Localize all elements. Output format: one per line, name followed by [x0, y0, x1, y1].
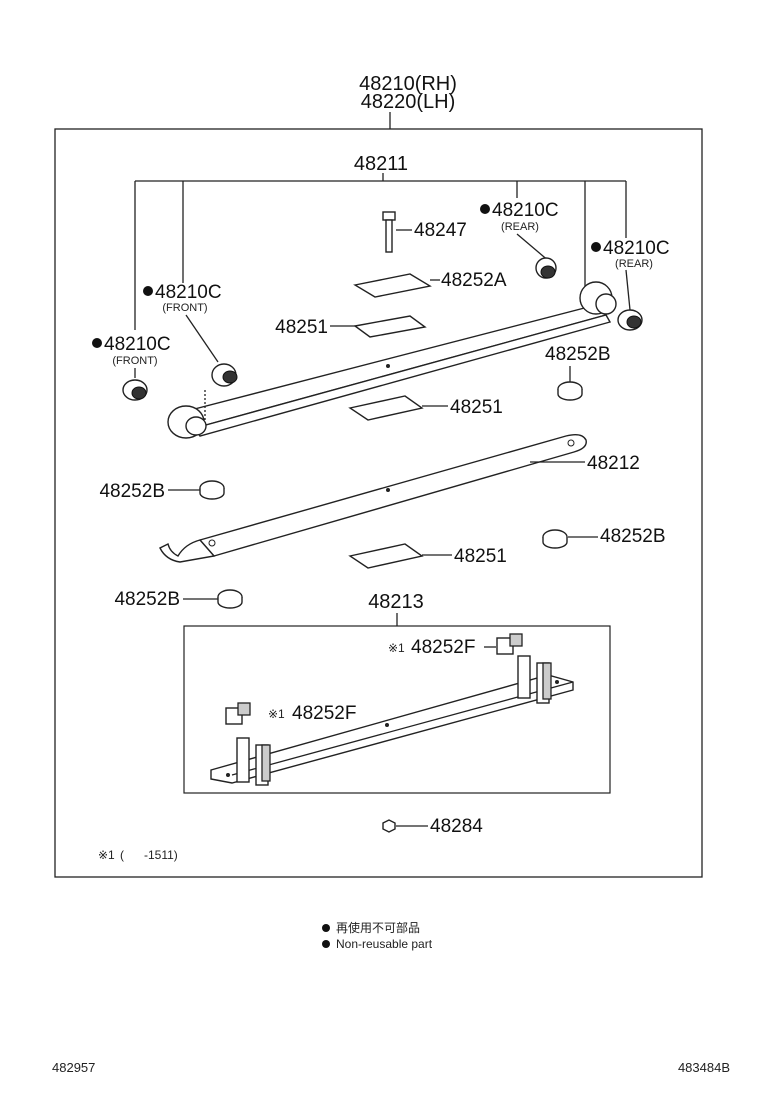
- non-reusable-dot-icon: [480, 204, 490, 214]
- clip-1-mark: ※1: [388, 641, 405, 655]
- non-reusable-dot-icon: [92, 338, 102, 348]
- leaf-main-label: 48211: [354, 153, 408, 175]
- footnote-text: ( -1511): [120, 848, 178, 862]
- bushing-rear-2-tag: (REAR): [615, 258, 653, 270]
- silencer-1-label: 48252B: [545, 344, 611, 365]
- leaf-no2: 48212: [159, 433, 640, 563]
- clip-1: ※1 48252F: [388, 633, 523, 658]
- spring-pad-a-label: 48252A: [441, 270, 507, 291]
- center-bolt-label: 48247: [414, 220, 467, 241]
- silencer-1: 48252B: [545, 344, 611, 401]
- non-reusable-dot-icon: [322, 940, 330, 948]
- assembly-frame: [54, 128, 703, 878]
- bushing-front-2-label: 48210C: [104, 334, 171, 355]
- bushing-front-1-tag: (FRONT): [162, 302, 207, 314]
- silencer-2: 48252B: [99, 480, 225, 502]
- assembly-lh-label: 48220(LH): [361, 91, 456, 113]
- bushing-rear-1-tag: (REAR): [501, 221, 539, 233]
- non-reusable-dot-icon: [591, 242, 601, 252]
- bushing-rear-1: 48210C (REAR): [480, 200, 559, 279]
- footnote-mark: ※1: [98, 848, 115, 862]
- nut: 48284: [382, 816, 483, 837]
- bushing-front-2: 48210C (FRONT): [92, 334, 171, 401]
- center-bolt: 48247: [382, 211, 467, 253]
- bushing-rear-2: 48210C (REAR): [591, 238, 670, 331]
- bushing-front-1: 48210C (FRONT): [143, 282, 238, 387]
- liner-1-label: 48251: [275, 317, 328, 338]
- leaf-main-bracket: 48211: [134, 153, 627, 330]
- non-reusable-dot-icon: [322, 924, 330, 932]
- bushing-front-2-tag: (FRONT): [112, 355, 157, 367]
- illustration-code-left: 482957: [52, 1060, 95, 1075]
- clip-1-label: 48252F: [411, 637, 475, 658]
- silencer-2-label: 48252B: [99, 481, 165, 502]
- liner-2: 48251: [348, 395, 503, 421]
- leaf-no3-label: 48213: [368, 591, 424, 613]
- bushing-rear-1-label: 48210C: [492, 200, 559, 221]
- clip-2-label: 48252F: [292, 703, 356, 724]
- legend-jp: 再使用不可部品: [336, 920, 420, 935]
- main-leaf: [167, 281, 617, 439]
- bushing-rear-2-label: 48210C: [603, 238, 670, 259]
- clip-2-mark: ※1: [268, 707, 285, 721]
- silencer-3: 48252B: [542, 526, 666, 549]
- leaf-no3-frame: [183, 625, 611, 794]
- leaf-no2-label: 48212: [587, 453, 640, 474]
- non-reusable-dot-icon: [143, 286, 153, 296]
- nut-label: 48284: [430, 816, 483, 837]
- clip-2: ※1 48252F: [225, 702, 356, 725]
- liner-1: 48251: [275, 315, 427, 338]
- legend-en: Non-reusable part: [336, 937, 433, 951]
- liner-3-label: 48251: [454, 546, 507, 567]
- illustration-code-right: 483484B: [678, 1060, 730, 1075]
- liner-2-label: 48251: [450, 397, 503, 418]
- liner-3: 48251: [348, 543, 507, 569]
- bushing-front-1-label: 48210C: [155, 282, 222, 303]
- silencer-3-label: 48252B: [600, 526, 666, 547]
- leaf-no3: [210, 655, 574, 786]
- silencer-4-label: 48252B: [114, 589, 180, 610]
- spring-pad-a: 48252A: [353, 270, 507, 298]
- silencer-4: 48252B: [114, 589, 243, 610]
- legend: 再使用不可部品 Non-reusable part: [322, 920, 433, 951]
- assembly-rh-label: 48210(RH): [359, 73, 457, 95]
